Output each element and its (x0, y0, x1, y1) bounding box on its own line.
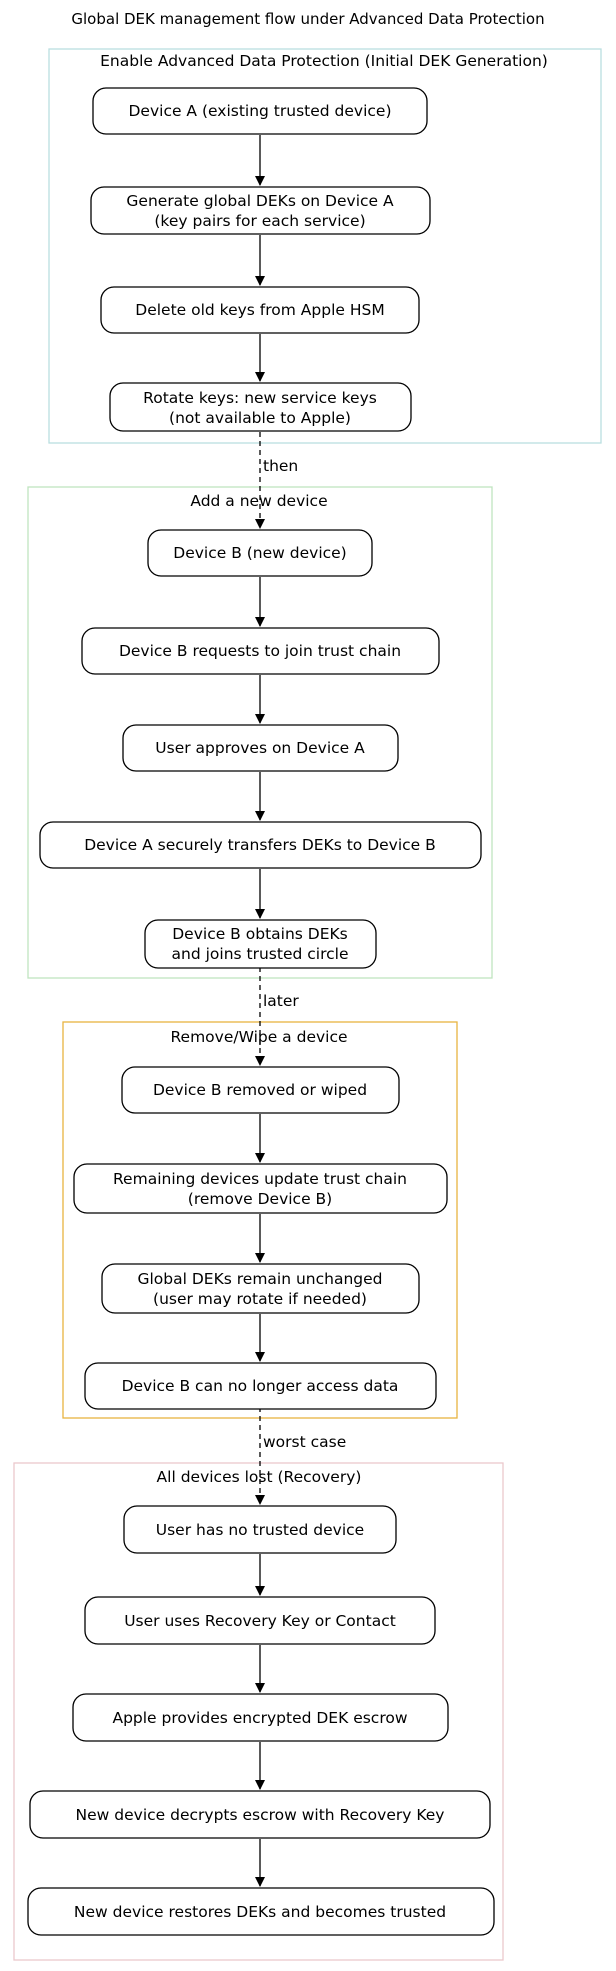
node-rotate-keys: Rotate keys: new service keys (not avail… (109, 382, 412, 432)
node-device-a-existing: Device A (existing trusted device) (92, 87, 428, 135)
node-delete-old-keys: Delete old keys from Apple HSM (100, 286, 420, 334)
node-device-b-requests-join: Device B requests to join trust chain (81, 627, 440, 675)
node-user-no-trusted-device: User has no trusted device (123, 1505, 397, 1554)
node-global-deks-unchanged: Global DEKs remain unchanged (user may r… (101, 1263, 420, 1314)
cluster-frame-enable-adp (48, 48, 602, 444)
node-new-device-restores: New device restores DEKs and becomes tru… (27, 1887, 495, 1936)
node-label: New device decrypts escrow with Recovery… (76, 1806, 445, 1824)
cluster-label-add-device: Add a new device (190, 492, 327, 510)
node-label: Device A (existing trusted device) (129, 102, 392, 120)
node-label: Delete old keys from Apple HSM (135, 301, 384, 319)
node-label: (key pairs for each service) (154, 212, 365, 230)
node-label: Global DEKs remain unchanged (137, 1270, 382, 1288)
node-user-uses-recovery-key: User uses Recovery Key or Contact (84, 1596, 436, 1645)
cluster-label-recovery: All devices lost (Recovery) (157, 1468, 362, 1486)
node-label: Device B obtains DEKs (172, 925, 348, 943)
node-device-b-no-access: Device B can no longer access data (84, 1362, 437, 1410)
node-label: User approves on Device A (155, 739, 365, 757)
node-label: New device restores DEKs and becomes tru… (74, 1903, 446, 1921)
node-generate-global-deks: Generate global DEKs on Device A (key pa… (90, 186, 431, 235)
node-label: Device B can no longer access data (122, 1377, 399, 1395)
node-label: User uses Recovery Key or Contact (124, 1612, 396, 1630)
node-label: Device A securely transfers DEKs to Devi… (84, 836, 436, 854)
node-label: (user may rotate if needed) (153, 1290, 367, 1308)
node-remaining-devices-update: Remaining devices update trust chain (re… (73, 1163, 448, 1214)
node-label: (not available to Apple) (169, 409, 351, 427)
transition-label-then: then (263, 457, 298, 475)
node-device-b-new: Device B (new device) (147, 529, 373, 577)
node-label: Apple provides encrypted DEK escrow (112, 1709, 407, 1727)
diagram-title: Global DEK management flow under Advance… (71, 10, 544, 28)
cluster-label-enable-adp: Enable Advanced Data Protection (Initial… (100, 52, 548, 70)
node-device-a-transfers-deks: Device A securely transfers DEKs to Devi… (39, 821, 482, 869)
node-device-b-removed: Device B removed or wiped (121, 1066, 400, 1114)
node-user-approves: User approves on Device A (122, 724, 399, 772)
node-apple-provides-escrow: Apple provides encrypted DEK escrow (72, 1693, 449, 1742)
transition-label-worst-case: worst case (263, 1433, 346, 1451)
node-label: Remaining devices update trust chain (113, 1170, 407, 1188)
node-label: Device B requests to join trust chain (119, 642, 401, 660)
node-label: Device B (new device) (173, 544, 346, 562)
node-label: Device B removed or wiped (153, 1081, 367, 1099)
cluster-label-remove-device: Remove/Wipe a device (170, 1028, 347, 1046)
node-device-b-obtains-deks: Device B obtains DEKs and joins trusted … (144, 919, 377, 969)
node-label: and joins trusted circle (172, 945, 349, 963)
node-label: (remove Device B) (188, 1190, 332, 1208)
node-label: User has no trusted device (156, 1521, 364, 1539)
cluster-frame-recovery (13, 1462, 504, 1961)
node-label: Rotate keys: new service keys (143, 389, 377, 407)
node-new-device-decrypts: New device decrypts escrow with Recovery… (29, 1790, 491, 1839)
transition-label-later: later (263, 992, 299, 1010)
node-label: Generate global DEKs on Device A (126, 192, 394, 210)
